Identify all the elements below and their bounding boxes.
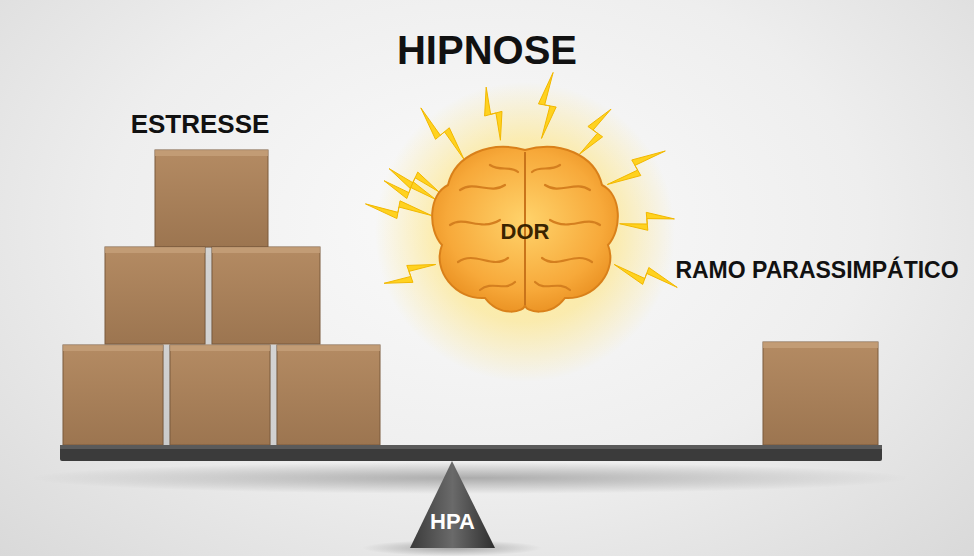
- brain-node: DOR: [455, 195, 595, 270]
- lightning-bolt: [389, 169, 439, 192]
- box-stack-label: ESTRESSE: [100, 108, 300, 142]
- lightning-bolt: [384, 264, 436, 283]
- lightning-bolt: [614, 264, 677, 287]
- box-label: RAMO PARASSIMPÁTICO: [672, 256, 962, 286]
- node-text: ESTRESSE: [100, 108, 300, 142]
- lightning-bolt: [485, 87, 502, 140]
- lightning-bolt: [538, 72, 556, 138]
- lightning-bolt: [620, 212, 675, 230]
- lightning-bolt: [421, 108, 464, 159]
- node-text: DOR: [501, 218, 550, 247]
- lightning-bolt: [607, 151, 665, 185]
- lightning-bolt: [579, 109, 611, 154]
- lightning-bolt: [365, 201, 431, 219]
- node-text: HPA: [430, 508, 475, 537]
- diagram-title: HIPNOSE: [0, 28, 974, 73]
- fulcrum-node: HPA: [405, 504, 500, 540]
- node-text: RAMO PARASSIMPÁTICO: [672, 256, 962, 286]
